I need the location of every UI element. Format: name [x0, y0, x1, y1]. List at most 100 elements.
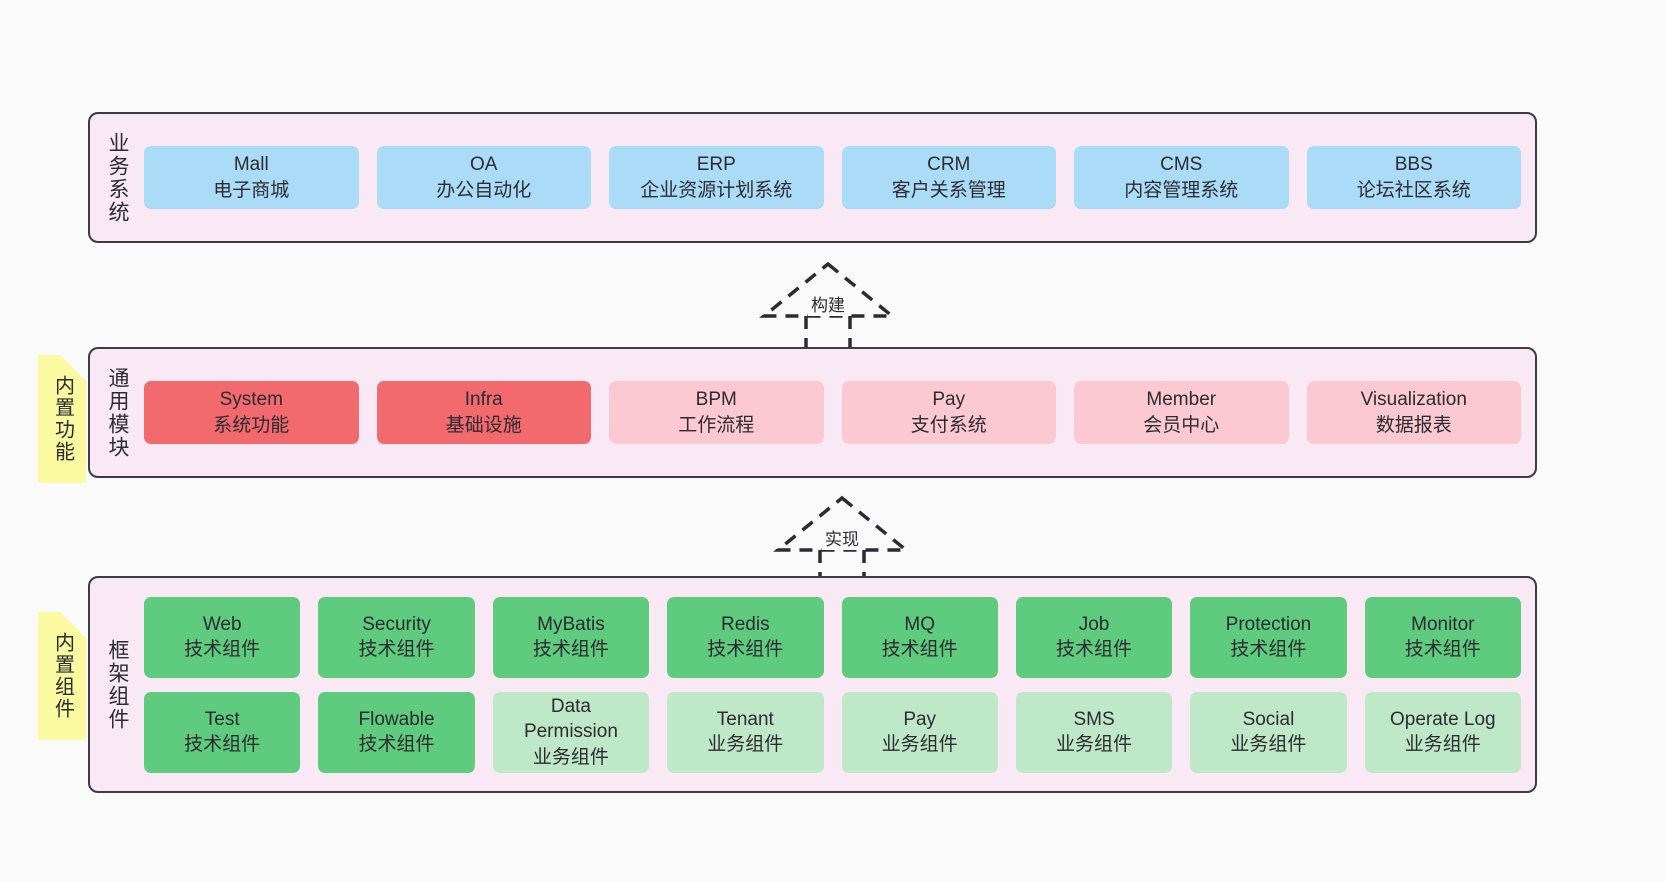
- card-erp[interactable]: ERP 企业资源计划系统: [609, 146, 824, 209]
- card-monitor[interactable]: Monitor 技术组件: [1364, 596, 1521, 678]
- card-subtitle: 技术组件: [1230, 639, 1307, 660]
- card-title: ERP: [696, 154, 736, 176]
- card-title: Tenant: [716, 708, 774, 730]
- card-cms[interactable]: CMS 内容管理系统: [1074, 146, 1289, 209]
- card-subtitle: 技术组件: [184, 734, 261, 755]
- card-tenant[interactable]: Tenant 业务组件: [667, 691, 824, 773]
- card-title: Job: [1078, 613, 1110, 635]
- card-title: Infra: [464, 389, 503, 411]
- card-title: Protection: [1225, 613, 1312, 635]
- card-title: Flowable: [358, 708, 435, 730]
- card-grid-business-systems: Mall 电子商城 OA 办公自动化 ERP 企业资源计划系统 CRM 客户关系…: [144, 114, 1535, 241]
- card-title: Redis: [721, 613, 770, 635]
- card-title: Member: [1146, 389, 1217, 411]
- card-subtitle: 基础设施: [445, 414, 522, 436]
- card-protection[interactable]: Protection 技术组件: [1190, 596, 1347, 678]
- generalization-arrow-icon: [773, 495, 911, 586]
- card-system[interactable]: System 系统功能: [144, 381, 359, 444]
- card-title: Pay: [903, 708, 937, 730]
- card-row: Web 技术组件 Security 技术组件 MyBatis 技术组件 Redi…: [144, 596, 1521, 678]
- card-title: System: [219, 389, 283, 411]
- card-redis[interactable]: Redis 技术组件: [667, 596, 824, 678]
- card-subtitle: 企业资源计划系统: [640, 179, 793, 201]
- card-pay[interactable]: Pay 支付系统: [841, 381, 1056, 444]
- card-subtitle: 技术组件: [1404, 639, 1481, 660]
- card-subtitle: 支付系统: [910, 414, 987, 436]
- card-security[interactable]: Security 技术组件: [318, 596, 475, 678]
- card-subtitle: 业务组件: [1230, 734, 1307, 755]
- card-mybatis[interactable]: MyBatis 技术组件: [492, 596, 650, 678]
- generalization-arrow-icon: [759, 261, 897, 352]
- connector-label-implement: 实现: [822, 525, 862, 550]
- card-subtitle: 业务组件: [532, 746, 609, 768]
- card-title: Mall: [233, 154, 269, 176]
- card-visualization[interactable]: Visualization 数据报表: [1306, 381, 1521, 444]
- card-subtitle: 技术组件: [358, 734, 435, 755]
- layer-common-modules: 通用模块 System 系统功能 Infra 基础设施 BPM 工作流程 Pay…: [88, 347, 1537, 478]
- card-operate-log[interactable]: Operate Log 业务组件: [1364, 691, 1521, 773]
- card-subtitle: 电子商城: [213, 179, 290, 201]
- card-subtitle: 系统功能: [213, 414, 290, 436]
- card-test[interactable]: Test 技术组件: [144, 691, 301, 773]
- connector-implement: 实现: [772, 492, 912, 586]
- card-social[interactable]: Social 业务组件: [1190, 691, 1347, 773]
- card-title: MQ: [904, 613, 935, 635]
- card-title: Test: [204, 708, 240, 730]
- card-subtitle: 业务组件: [707, 734, 784, 755]
- layer-framework-components: 框架组件 Web 技术组件 Security 技术组件 MyBatis 技术组件…: [88, 576, 1537, 793]
- card-subtitle: 技术组件: [184, 639, 261, 660]
- card-member[interactable]: Member 会员中心: [1074, 381, 1289, 444]
- connector-label-build: 构建: [808, 291, 848, 316]
- card-subtitle: 技术组件: [358, 639, 435, 660]
- card-title: CMS: [1160, 154, 1203, 176]
- layer-label-business-systems: 业务系统: [106, 131, 130, 224]
- layer-label-common-modules: 通用模块: [106, 366, 130, 459]
- card-title: Visualization: [1360, 389, 1467, 411]
- card-title: OA: [470, 154, 498, 176]
- card-subtitle: 论坛社区系统: [1356, 179, 1471, 201]
- card-mall[interactable]: Mall 电子商城: [144, 146, 359, 209]
- card-subtitle: 客户关系管理: [891, 179, 1006, 201]
- card-subtitle: 数据报表: [1375, 414, 1452, 436]
- card-crm[interactable]: CRM 客户关系管理: [841, 146, 1056, 209]
- card-title: Social: [1242, 708, 1295, 730]
- card-title: BPM: [695, 389, 737, 411]
- card-subtitle: 技术组件: [707, 639, 784, 660]
- card-title: Security: [362, 613, 431, 635]
- card-subtitle: 业务组件: [1404, 734, 1481, 755]
- card-flowable[interactable]: Flowable 技术组件: [318, 691, 475, 773]
- card-data-permission[interactable]: Data Permission 业务组件: [492, 691, 650, 773]
- card-title: MyBatis: [537, 613, 605, 635]
- card-oa[interactable]: OA 办公自动化: [376, 146, 591, 209]
- card-title: Pay: [932, 389, 966, 411]
- card-row: System 系统功能 Infra 基础设施 BPM 工作流程 Pay 支付系统…: [144, 381, 1521, 444]
- card-subtitle: 技术组件: [1056, 639, 1133, 660]
- note-text: 内置组件: [51, 632, 74, 720]
- card-title: CRM: [927, 154, 971, 176]
- card-subtitle: 技术组件: [532, 639, 609, 660]
- note-text: 内置功能: [51, 375, 74, 463]
- card-web[interactable]: Web 技术组件: [144, 596, 301, 678]
- card-infra[interactable]: Infra 基础设施: [376, 381, 591, 444]
- card-title: Data Permission: [523, 696, 618, 743]
- card-subtitle: 办公自动化: [436, 179, 532, 201]
- card-sms[interactable]: SMS 业务组件: [1015, 691, 1173, 773]
- layer-business-systems: 业务系统 Mall 电子商城 OA 办公自动化 ERP 企业资源计划系统 CRM…: [88, 112, 1537, 243]
- card-grid-common-modules: System 系统功能 Infra 基础设施 BPM 工作流程 Pay 支付系统…: [144, 349, 1535, 476]
- card-row: Mall 电子商城 OA 办公自动化 ERP 企业资源计划系统 CRM 客户关系…: [144, 146, 1521, 209]
- card-bpm[interactable]: BPM 工作流程: [609, 381, 824, 444]
- card-title: SMS: [1073, 708, 1115, 730]
- card-bbs[interactable]: BBS 论坛社区系统: [1306, 146, 1521, 209]
- card-pay-business[interactable]: Pay 业务组件: [841, 691, 998, 773]
- card-title: Web: [202, 613, 242, 635]
- layer-label-framework-components: 框架组件: [106, 638, 130, 731]
- connector-build: 构建: [758, 258, 898, 352]
- card-job[interactable]: Job 技术组件: [1015, 596, 1173, 678]
- card-title: Operate Log: [1389, 708, 1496, 730]
- card-mq[interactable]: MQ 技术组件: [841, 596, 998, 678]
- note-builtin-functions: 内置功能: [38, 355, 86, 483]
- card-row: Test 技术组件 Flowable 技术组件 Data Permission …: [144, 691, 1521, 773]
- card-subtitle: 内容管理系统: [1124, 179, 1239, 201]
- note-builtin-components: 内置组件: [38, 612, 86, 740]
- card-grid-framework-components: Web 技术组件 Security 技术组件 MyBatis 技术组件 Redi…: [144, 578, 1535, 791]
